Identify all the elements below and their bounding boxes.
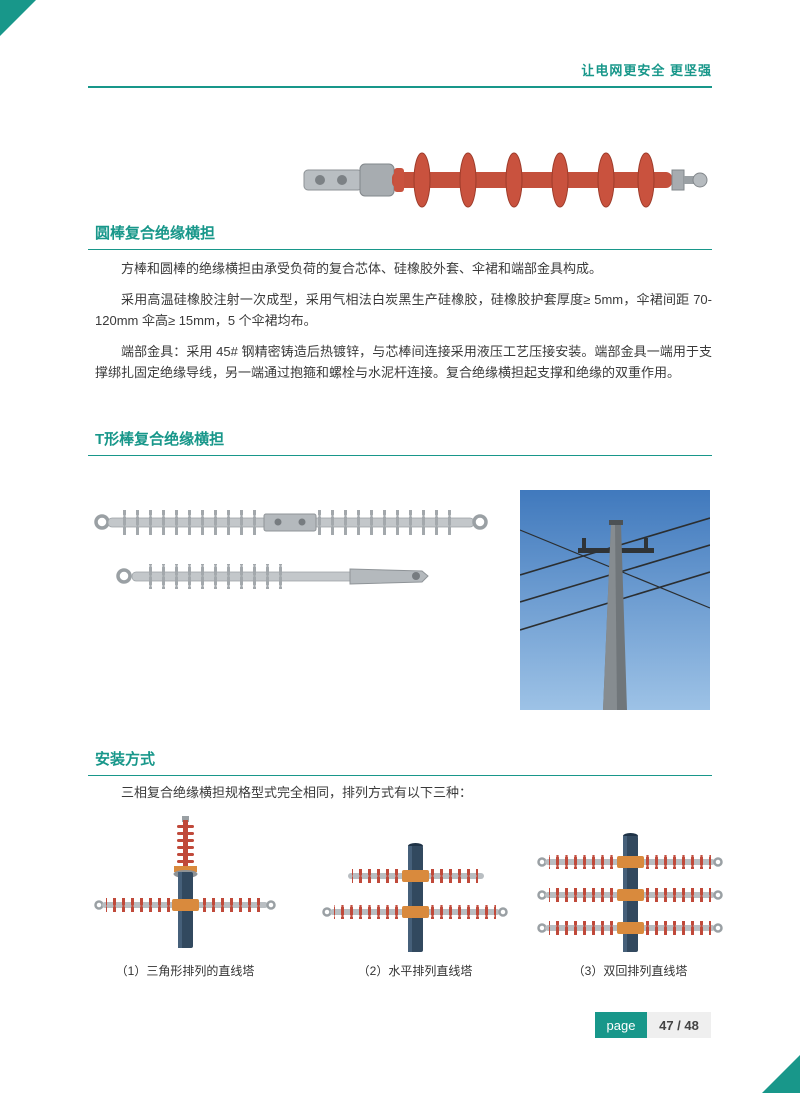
section-title-install: 安装方式 [95, 751, 156, 768]
page-badge-label: page [595, 1012, 647, 1038]
paragraph: 采用高温硅橡胶注射一次成型，采用气相法白炭黑生产硅橡胶，硅橡胶护套厚度≥ 5mm… [95, 292, 712, 328]
fitting-hole [337, 175, 347, 185]
section-title-t-rod: T形棒复合绝缘横担 [95, 431, 225, 448]
t-rod-crossarm-image [92, 496, 490, 613]
header-slogan: 让电网更安全 更坚强 [581, 63, 712, 78]
paragraph: 端部金具：采用 45# 钢精密铸造后热镀锌，与芯棒间连接采用液压工艺压接安装。端… [95, 344, 712, 380]
figure-caption: （1）三角形排列的直线塔 [115, 964, 255, 978]
header-rule [88, 86, 712, 88]
section-install-head: 安装方式 [88, 748, 712, 776]
page-number: 47 / 48 [647, 1012, 711, 1038]
section-title-round-rod: 圆棒复合绝缘横担 [95, 225, 216, 242]
figure-caption: （3）双回排列直线塔 [572, 964, 688, 978]
section-round-rod-head: 圆棒复合绝缘横担 [88, 222, 712, 250]
figure-caption: （2）水平排列直线塔 [357, 964, 473, 978]
install-text: 三相复合绝缘横担规格型式完全相同，排列方式有以下三种： [95, 782, 712, 813]
round-rod-insulator-image [300, 146, 710, 219]
round-rod-text: 方棒和圆棒的绝缘横担由承受负荷的复合芯体、硅橡胶外套、伞裙和端部金具构成。 采用… [95, 258, 712, 393]
figure-horizontal-arrangement: （2）水平排列直线塔 [320, 816, 510, 979]
corner-decoration-top-left [0, 0, 36, 36]
figure-triangle-arrangement: （1）三角形排列的直线塔 [90, 816, 280, 979]
fitting-hole [315, 175, 325, 185]
utility-pole-photo [519, 490, 711, 715]
section-t-rod-head: T形棒复合绝缘横担 [88, 428, 712, 456]
install-intro: 三相复合绝缘横担规格型式完全相同，排列方式有以下三种： [121, 785, 473, 800]
section-rule [88, 455, 712, 456]
corner-decoration-bottom-right [762, 1055, 800, 1093]
paragraph: 方棒和圆棒的绝缘横担由承受负荷的复合芯体、硅橡胶外套、伞裙和端部金具构成。 [121, 261, 603, 276]
section-rule [88, 249, 712, 250]
section-rule [88, 775, 712, 776]
figure-double-circuit-arrangement: （3）双回排列直线塔 [535, 816, 725, 979]
